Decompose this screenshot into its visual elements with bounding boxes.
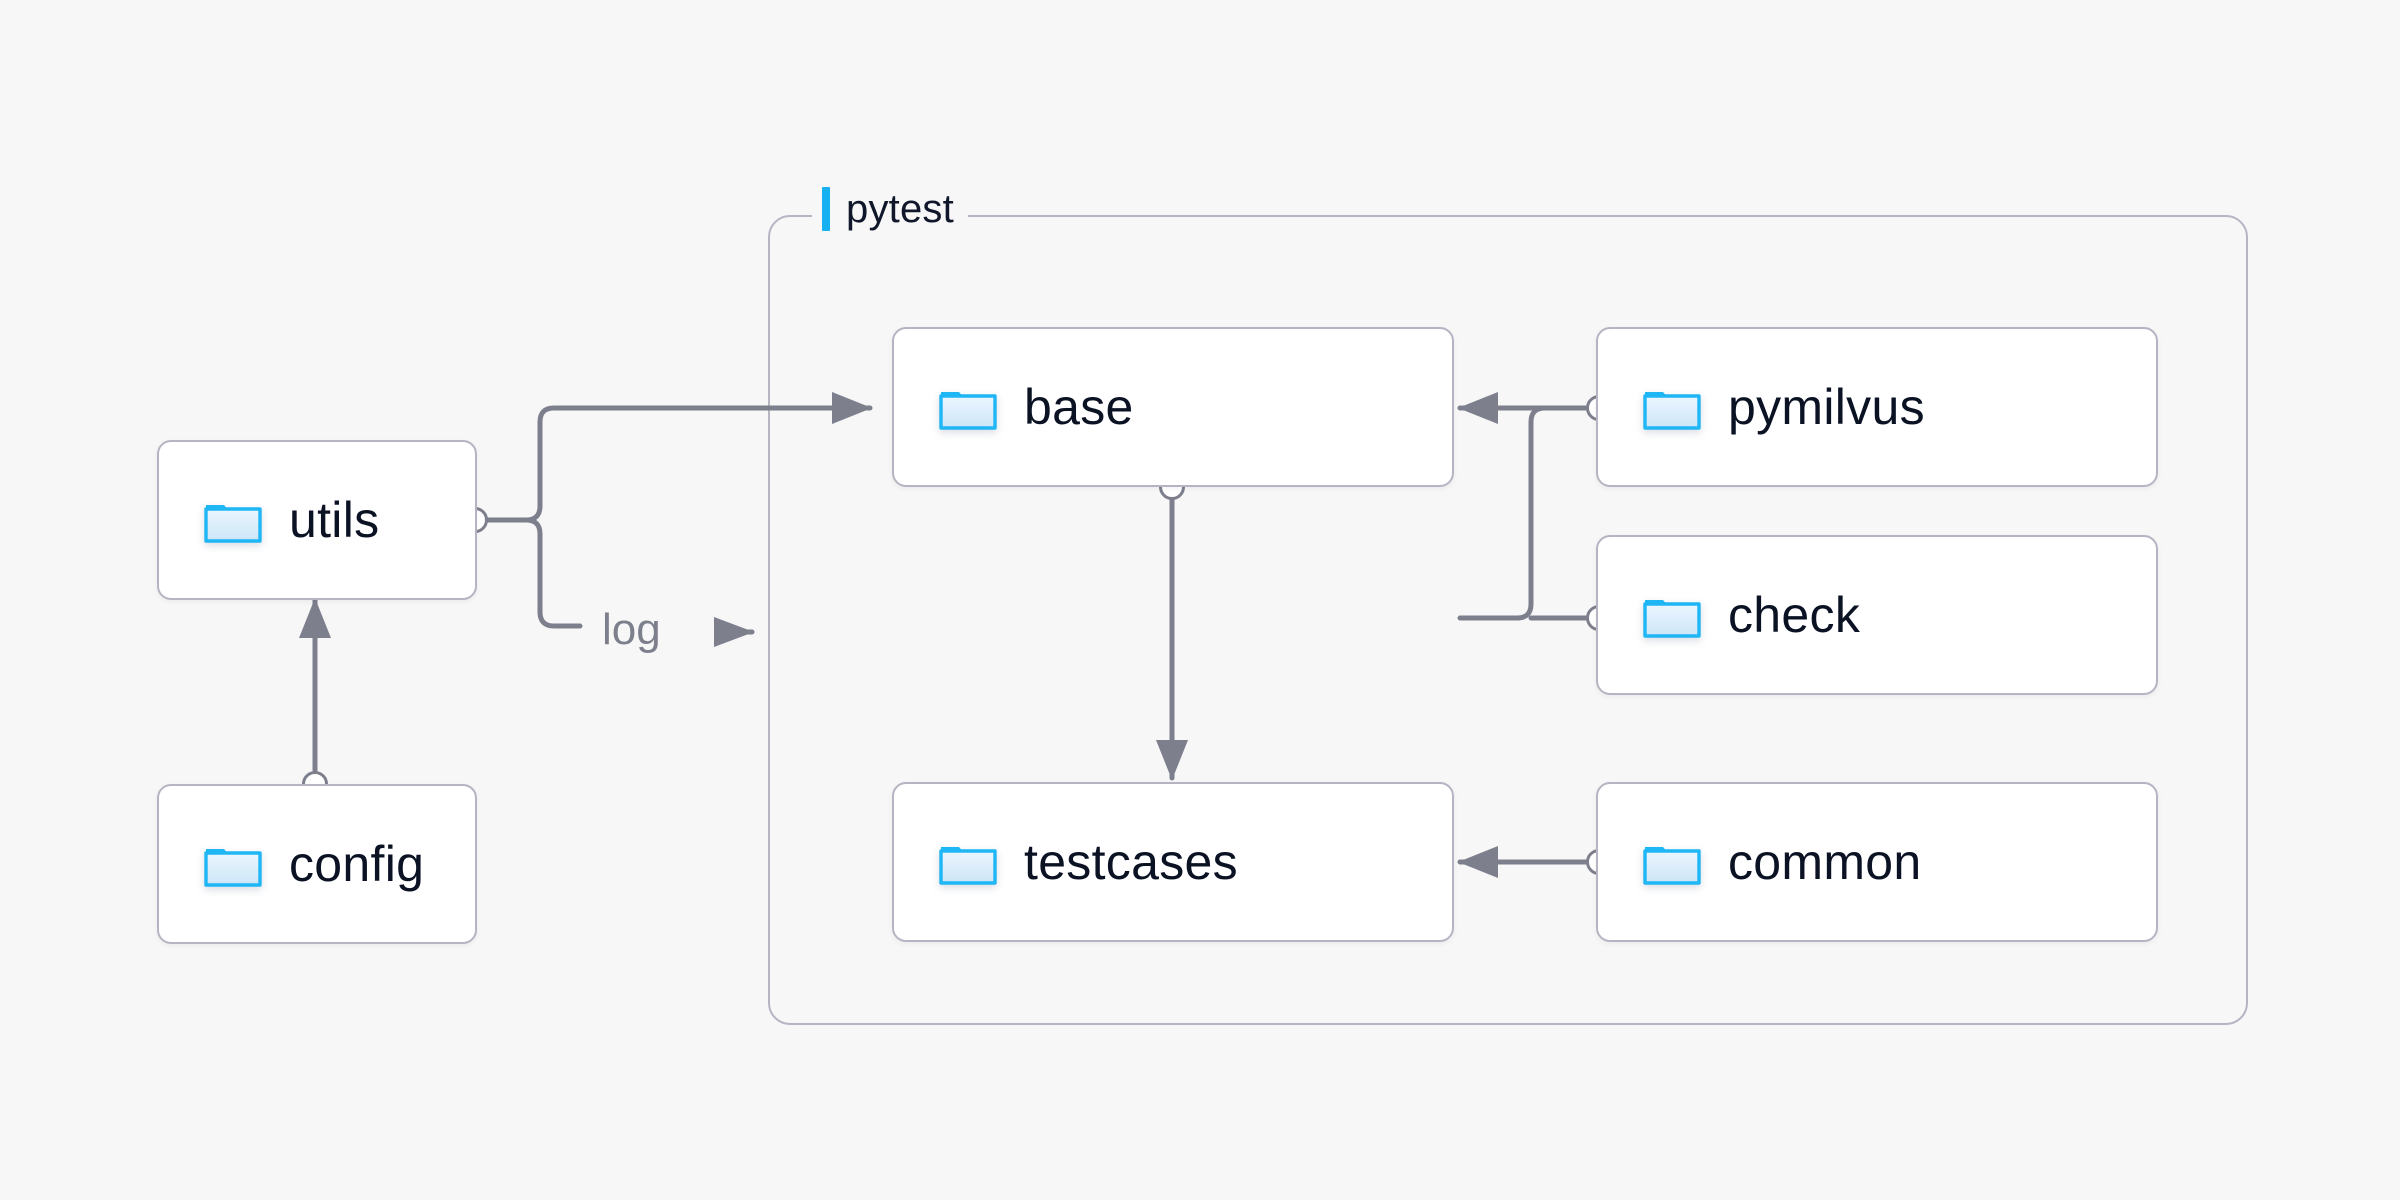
node-label: common [1728,834,1922,890]
node-pymilvus[interactable]: pymilvus [1596,327,2158,487]
folder-icon [938,837,998,887]
edge-label-log: log [602,605,661,654]
node-label: utils [289,492,380,548]
wire-utils-to-log [523,517,583,629]
folder-icon [203,495,263,545]
node-testcases[interactable]: testcases [892,782,1454,942]
node-check[interactable]: check [1596,535,2158,695]
node-common[interactable]: common [1596,782,2158,942]
group-pytest[interactable] [768,215,2248,1025]
node-label: config [289,836,425,892]
node-label: testcases [1024,834,1238,890]
node-label: check [1728,587,1861,643]
folder-icon [203,839,263,889]
folder-icon [1642,382,1702,432]
node-label: base [1024,379,1134,435]
folder-icon [1642,837,1702,887]
group-accent-bar [822,187,830,231]
node-base[interactable]: base [892,327,1454,487]
node-utils[interactable]: utils [157,440,477,600]
group-pytest-label: pytest [812,186,968,232]
folder-icon [1642,590,1702,640]
node-config[interactable]: config [157,784,477,944]
node-label: pymilvus [1728,379,1925,435]
folder-icon [938,382,998,432]
group-title: pytest [846,187,954,231]
